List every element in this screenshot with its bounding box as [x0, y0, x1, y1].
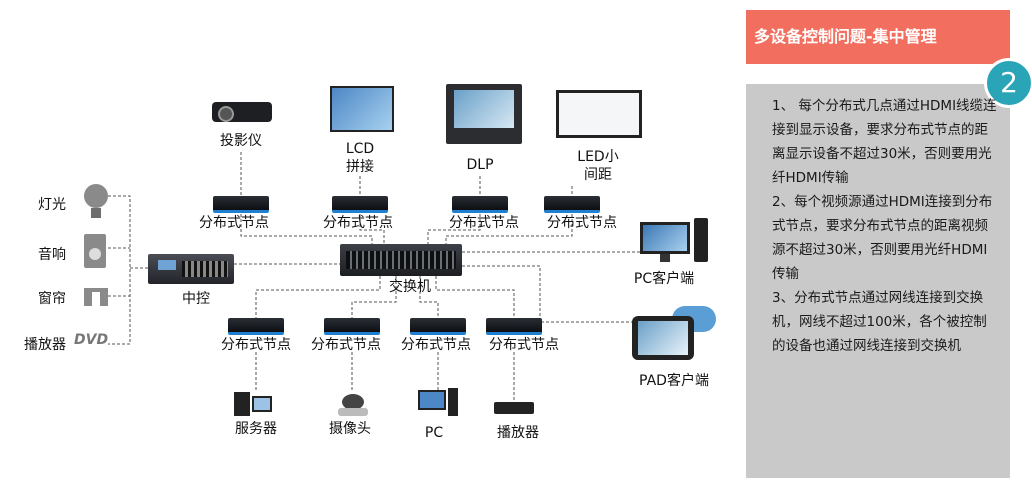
- display-label-lcd: LCD 拼接: [345, 141, 375, 175]
- distributed-node-icon: [213, 196, 269, 213]
- device-label-player: 播放器: [24, 337, 66, 353]
- client-label-pad: PAD客户端: [639, 373, 709, 389]
- pc-icon: [418, 388, 458, 418]
- note-item: 2、每个视频源通过HDMI连接到分布式节点，要求分布式节点的距离视频源不超过30…: [772, 194, 993, 282]
- node-label: 分布式节点: [449, 215, 519, 231]
- camera-icon: [338, 394, 368, 418]
- node-label: 分布式节点: [199, 215, 269, 231]
- distributed-node-icon: [228, 318, 284, 335]
- lightbulb-icon: [84, 184, 108, 220]
- distributed-node-icon: [324, 318, 380, 335]
- led-screen-icon: [556, 90, 642, 140]
- node-label: 分布式节点: [489, 337, 559, 353]
- projector-icon: [212, 96, 272, 122]
- notes-text: 1、 每个分布式几点通过HDMI线缆连接到显示设备，要求分布式节点的距离显示设备…: [772, 94, 1000, 358]
- source-label-server: 服务器: [235, 421, 277, 437]
- distributed-node-icon: [544, 196, 600, 213]
- node-label: 分布式节点: [323, 215, 393, 231]
- distributed-node-icon: [452, 196, 508, 213]
- speaker-icon: [84, 234, 106, 268]
- device-label-curtain: 窗帘: [38, 291, 66, 307]
- section-title: 多设备控制问题-集中管理: [746, 10, 1010, 64]
- dvd-icon: DVD: [74, 332, 109, 348]
- central-controller-icon: [148, 254, 234, 284]
- distributed-node-icon: [410, 318, 466, 335]
- server-icon: [234, 392, 272, 418]
- display-label-projector: 投影仪: [220, 133, 262, 149]
- device-label-speaker: 音响: [38, 247, 66, 263]
- dlp-icon: [446, 84, 522, 144]
- switch-label: 交换机: [389, 279, 431, 295]
- controller-label: 中控: [182, 291, 210, 307]
- display-label-led: LED小 间距: [577, 149, 619, 183]
- distributed-node-icon: [486, 318, 542, 335]
- distributed-node-icon: [332, 196, 388, 213]
- curtain-icon: [84, 288, 108, 306]
- display-label-dlp: DLP: [466, 157, 494, 173]
- network-switch-icon: [340, 244, 462, 276]
- section-number-badge: 2: [984, 58, 1032, 108]
- lcd-wall-icon: [330, 86, 394, 132]
- source-label-camera: 摄像头: [329, 421, 371, 437]
- node-label: 分布式节点: [547, 215, 617, 231]
- note-item: 1、 每个分布式几点通过HDMI线缆连接到显示设备，要求分布式节点的距离显示设备…: [772, 98, 997, 186]
- device-label-light: 灯光: [38, 197, 66, 213]
- node-label: 分布式节点: [401, 337, 471, 353]
- client-label-pc: PC客户端: [633, 271, 695, 287]
- notes-panel: [746, 84, 1010, 478]
- source-label-pc: PC: [424, 425, 444, 441]
- node-label: 分布式节点: [311, 337, 381, 353]
- pc-client-icon: [640, 218, 710, 266]
- node-label: 分布式节点: [221, 337, 291, 353]
- source-label-player: 播放器: [497, 425, 539, 441]
- media-player-icon: [494, 402, 534, 414]
- pad-client-icon: [632, 306, 716, 364]
- connection-lines: [108, 152, 640, 400]
- note-item: 3、分布式节点通过网线连接到交换机，网线不超过100米，各个被控制的设备也通过网…: [772, 290, 987, 354]
